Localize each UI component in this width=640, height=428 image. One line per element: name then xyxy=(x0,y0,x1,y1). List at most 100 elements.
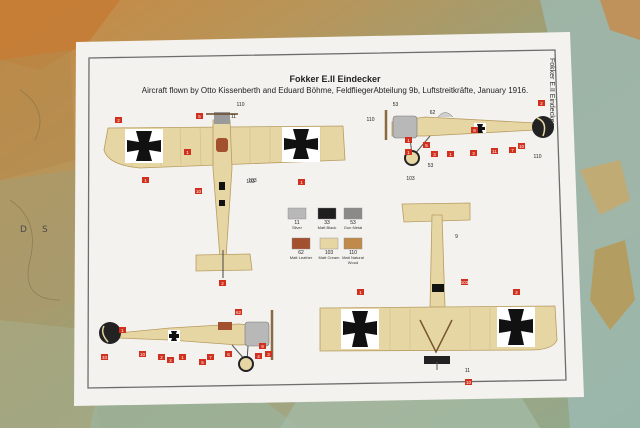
swatch-name: Matt Black xyxy=(317,225,337,230)
callout-number: 5 xyxy=(201,360,204,365)
callout-number: 9 xyxy=(455,234,458,240)
callout-number: 11 xyxy=(492,149,497,154)
iron-cross-icon xyxy=(475,124,485,133)
callout-number: 3 xyxy=(433,152,436,157)
callout-number: 5 xyxy=(425,143,428,148)
swatch-name: Matt Cream xyxy=(318,255,340,260)
swatch-code: 53 xyxy=(350,220,356,226)
axle xyxy=(424,356,450,364)
callout-number: 1 xyxy=(407,138,410,143)
callout-marker: 103 xyxy=(246,179,255,185)
swatch-103 xyxy=(319,237,339,250)
callout-number: 7 xyxy=(511,148,514,153)
callout-number: 103 xyxy=(406,176,415,182)
svg-text:S: S xyxy=(42,225,48,235)
callout-number: 6 xyxy=(227,352,230,357)
callout-number: 53 xyxy=(393,102,399,108)
callout-marker: 9 xyxy=(259,343,266,349)
callout-marker: 1 xyxy=(357,289,364,295)
callout-number: 103 xyxy=(461,280,469,285)
callout-marker: 5 xyxy=(196,113,203,119)
callout-marker: 2 xyxy=(513,289,520,295)
callout-number: 11 xyxy=(465,368,470,374)
callout-number: 10 xyxy=(519,144,525,149)
sheet-subtitle: Aircraft flown by Otto Kissenberth and E… xyxy=(141,86,529,95)
callout-marker: 1 xyxy=(405,149,412,155)
callout-marker: 1 xyxy=(142,177,149,183)
callout-marker: 2 xyxy=(219,280,226,286)
callout-number: 1 xyxy=(144,178,147,183)
callout-marker: 11 xyxy=(465,368,470,374)
swatch-name: Gun Metal xyxy=(343,225,363,230)
callout-number: 62 xyxy=(236,310,242,315)
callout-marker: 53 xyxy=(428,163,434,169)
callout-number: 10 xyxy=(140,352,146,357)
side-view-aircraft-left xyxy=(99,310,274,372)
swatch-code: 62 xyxy=(298,250,304,256)
callout-marker: 9 xyxy=(471,127,478,133)
swatch-33 xyxy=(317,207,337,220)
callout-number: 7 xyxy=(209,355,212,360)
callout-marker: 5 xyxy=(423,142,430,148)
callout-number: 1 xyxy=(359,290,362,295)
callout-number: 1 xyxy=(407,150,410,155)
callout-marker: 103 xyxy=(461,279,469,285)
callout-number: 103 xyxy=(246,179,255,185)
callout-number: 11 xyxy=(231,114,236,120)
callout-number: 1 xyxy=(449,152,452,157)
callout-number: 53 xyxy=(428,163,434,169)
callout-marker: 5 xyxy=(199,359,206,365)
swatch-name: Matt Natural Wood xyxy=(342,255,364,265)
sheet-title: Fokker E.II Eindecker xyxy=(289,74,381,84)
callout-marker: 1 xyxy=(179,354,186,360)
swatch-62 xyxy=(291,237,311,250)
callout-marker: 53 xyxy=(393,102,399,108)
swatch-11 xyxy=(287,207,307,220)
swatch-53 xyxy=(343,207,363,220)
callout-marker: 7 xyxy=(207,354,214,360)
callout-marker: 2 xyxy=(167,357,174,363)
callout-marker: 110 xyxy=(534,154,542,160)
side-view-aircraft-right xyxy=(384,110,554,166)
side-label: Fokker E.II Eindecker xyxy=(548,58,555,125)
callout-marker: 7 xyxy=(509,147,516,153)
callout-number: 5 xyxy=(198,114,201,119)
callout-number: 1 xyxy=(186,150,189,155)
callout-marker: 3 xyxy=(431,151,438,157)
callout-number: 9 xyxy=(473,128,476,133)
callout-number: 3 xyxy=(267,352,270,357)
swatch-110 xyxy=(343,237,363,250)
callout-number: 4 xyxy=(257,354,260,359)
callout-marker: 3 xyxy=(470,150,477,156)
iron-cross-icon xyxy=(169,331,179,341)
swatch-code: 110 xyxy=(349,250,357,256)
callout-marker: 3 xyxy=(265,351,272,357)
callout-number: 110 xyxy=(367,117,375,123)
rudder-side xyxy=(532,116,554,138)
color-swatches xyxy=(287,207,363,250)
swatch-code: 33 xyxy=(324,220,330,226)
callout-marker: 4 xyxy=(255,353,262,359)
iron-cross-icon xyxy=(127,131,161,161)
callout-number: 3 xyxy=(472,151,475,156)
callout-marker: 2 xyxy=(115,117,122,123)
cowling xyxy=(214,112,230,124)
callout-number: 62 xyxy=(430,110,436,116)
fuselage-bottom xyxy=(429,214,446,308)
callout-number: 9 xyxy=(261,344,264,349)
wheel-side-left xyxy=(238,356,254,372)
callout-number: 103 xyxy=(248,178,257,184)
callout-number: 2 xyxy=(221,281,224,286)
callout-marker: 62 xyxy=(430,110,436,116)
callout-marker: 103 xyxy=(406,176,415,182)
bottom-view-aircraft xyxy=(319,202,558,370)
callout-number: 1 xyxy=(181,355,184,360)
callout-marker: 11 xyxy=(491,148,498,154)
callout-marker: 1 xyxy=(119,327,126,333)
callout-marker: 1 xyxy=(405,137,412,143)
callout-marker: 1 xyxy=(184,149,191,155)
callout-marker: 103 xyxy=(248,178,257,184)
swatch-name: Matt Leather xyxy=(289,255,313,260)
tailplane-bottom xyxy=(401,202,471,223)
